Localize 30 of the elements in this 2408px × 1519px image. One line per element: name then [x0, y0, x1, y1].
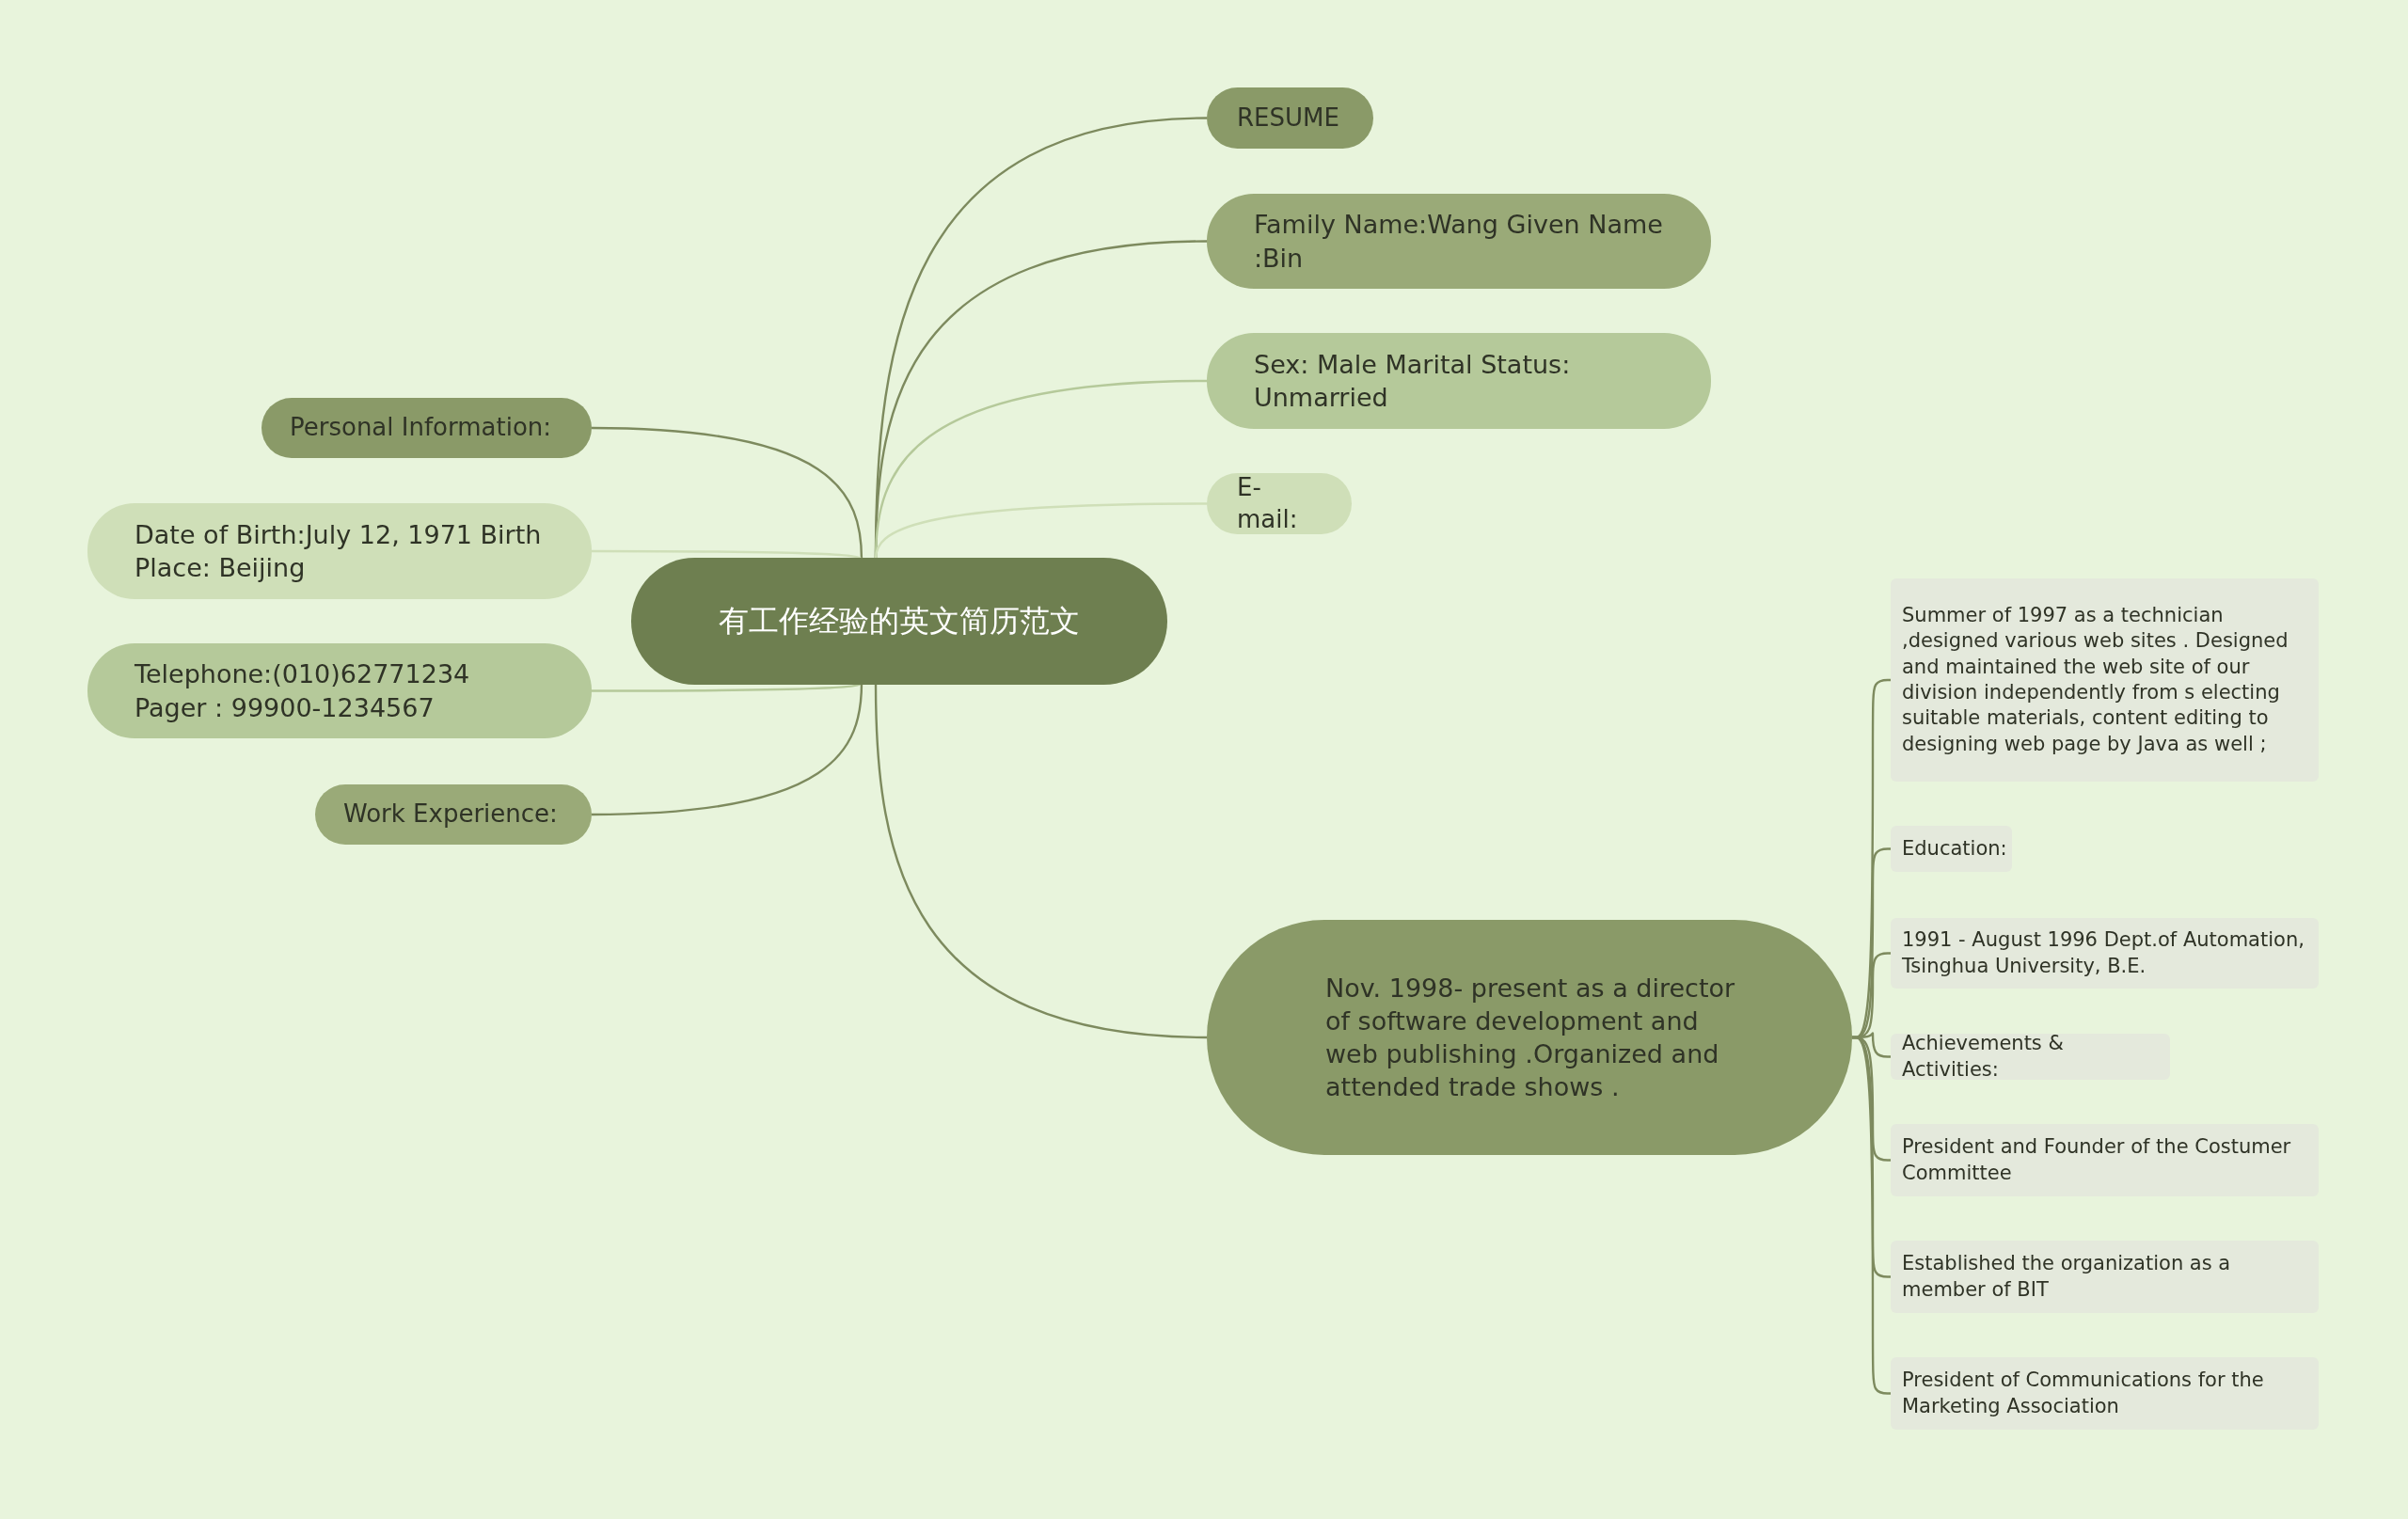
topic-text: Family Name:Wang Given Name :Bin: [1254, 209, 1664, 275]
topic-text: Established the organization as a member of BIT: [1902, 1251, 2232, 1303]
topic-text: Nov. 1998- present as a director of software development and web publishing .Organized and attended trade shows .: [1325, 972, 1736, 1104]
topic-card: [1891, 1124, 2319, 1196]
connector-line: [592, 682, 863, 692]
topic-text: Date of Birth:July 12, 1971 Birth Place: Beijing: [135, 518, 543, 584]
connector-line: [874, 683, 1208, 1039]
topic-text: Achievements & Activities:: [1902, 1031, 2065, 1083]
topic-card: [1891, 1034, 2170, 1080]
connector-line: [592, 549, 863, 561]
topic-text: Sex: Male Marital Status: Unmarried: [1254, 348, 1572, 414]
connector-line: [874, 502, 1207, 560]
topic-text: Education:: [1902, 835, 2007, 862]
topic-text: Work Experience:: [343, 799, 558, 831]
connector-line: [591, 682, 863, 816]
topic-card: [1891, 1241, 2319, 1313]
topic-text: President and Founder of the Costumer Committee: [1902, 1134, 2292, 1186]
connector-line: [591, 426, 863, 561]
topic-card: [1891, 826, 2012, 872]
topic-text: RESUME: [1237, 102, 1339, 134]
topic-text: Personal Information:: [290, 412, 552, 444]
topic-card: [1891, 1357, 2319, 1430]
topic-card: [1891, 578, 2319, 782]
topic-card: [1891, 918, 2319, 989]
topic-text: President of Communications for the Marketing Association: [1902, 1368, 2265, 1419]
topic-text: Telephone:(010)62771234 Pager : 99900-1234567: [135, 658, 471, 724]
topic-text: 1991 - August 1996 Dept.of Automation, Tsinghua University, B.E.: [1902, 927, 2305, 979]
topic-text: 有工作经验的英文简历范文: [719, 601, 1080, 641]
topic-text: E-mail:: [1237, 471, 1299, 535]
topic-text: Summer of 1997 as a technician ,designed various web sites . Designed and maintained the web site of our division independently from s electing suitable materials, content editing to designing web page by Java as well ;: [1902, 603, 2289, 757]
